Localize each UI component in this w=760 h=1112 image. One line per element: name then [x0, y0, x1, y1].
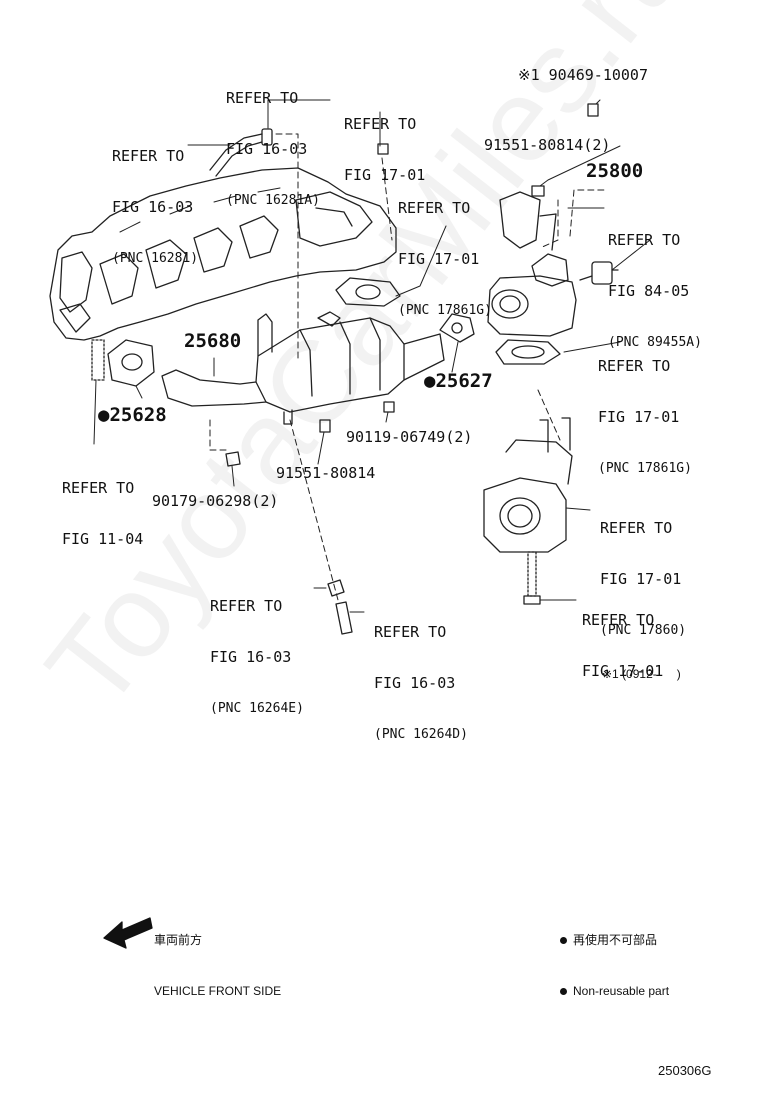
- callout-line2: FIG 16-03: [374, 674, 456, 692]
- callout-line2: FIG 17-01: [598, 408, 680, 426]
- callout-pnc: (PNC 16264E): [210, 701, 304, 716]
- callout-fig17-01-17861g-lower: REFER TO FIG 17-01 (PNC 17861G): [598, 324, 692, 494]
- callout-line2: FIG 84-05: [608, 282, 690, 300]
- front-label-en: VEHICLE FRONT SIDE: [154, 984, 282, 998]
- callout-pnc: (PNC 17861G): [398, 303, 492, 318]
- callout-line1: REFER TO: [374, 623, 447, 641]
- bullet-icon: [560, 937, 567, 945]
- figure-id: 250306G: [658, 1063, 712, 1078]
- part-number-25627: ●25627: [424, 370, 493, 392]
- callout-fig17-01-bottom: REFER TO FIG 17-01: [582, 578, 663, 697]
- callout-line2: FIG 16-03: [210, 648, 292, 666]
- callout-fig16-03-16281: REFER TO FIG 16-03 (PNC 16281): [112, 114, 198, 284]
- part-number-25628: ●25628: [98, 404, 167, 426]
- callout-line1: REFER TO: [608, 231, 681, 249]
- callout-pnc: (PNC 17861G): [598, 461, 692, 476]
- legend-jp: 再使用不可部品: [573, 933, 658, 947]
- egr-valve-drawing: [487, 191, 619, 337]
- callout-pnc: (PNC 16281A): [226, 193, 320, 208]
- part-number-91551-80814: 91551-80814: [276, 464, 376, 482]
- callout-line2: FIG 11-04: [62, 530, 144, 548]
- throttle-body-drawing: [483, 417, 573, 553]
- callout-fig17-01-top: REFER TO FIG 17-01: [344, 82, 425, 201]
- fasteners-drawing: [91, 103, 599, 635]
- part-number-91551-80814-2: 91551-80814(2): [484, 136, 611, 154]
- callout-fig11-04: REFER TO FIG 11-04: [62, 446, 143, 565]
- callout-line1: REFER TO: [582, 611, 655, 629]
- callout-line1: REFER TO: [398, 199, 471, 217]
- callout-line2: FIG 17-01: [398, 250, 480, 268]
- callout-line1: REFER TO: [112, 147, 185, 165]
- callout-pnc: (PNC 17860): [600, 623, 687, 638]
- callout-pnc: (PNC 89455A): [608, 335, 702, 350]
- footnote: ※1 (0912- ): [602, 667, 681, 681]
- legend-en: Non-reusable part: [573, 984, 670, 998]
- callout-fig16-03-16281a: REFER TO FIG 16-03 (PNC 16281A): [226, 56, 320, 226]
- part-number-90179-06298: 90179-06298(2): [152, 492, 279, 510]
- part-number-25680: 25680: [184, 330, 242, 352]
- bullet-icon: [560, 988, 567, 996]
- callout-line1: REFER TO: [62, 479, 135, 497]
- part-number-90119-06749: 90119-06749(2): [346, 428, 473, 446]
- callout-line1: REFER TO: [598, 357, 671, 375]
- part-number-25800: 25800: [586, 160, 644, 182]
- callout-line2: FIG 16-03: [112, 198, 194, 216]
- callout-line2: FIG 17-01: [582, 662, 664, 680]
- callout-line1: REFER TO: [226, 89, 299, 107]
- callout-pnc: (PNC 16264D): [374, 727, 468, 742]
- egr-cooler-drawing: [161, 311, 445, 425]
- callout-line2: FIG 17-01: [344, 166, 426, 184]
- callout-line1: REFER TO: [210, 597, 283, 615]
- gasket-drawing: [107, 277, 561, 387]
- water-hose-drawing: [209, 128, 273, 177]
- callout-line1: REFER TO: [344, 115, 417, 133]
- callout-fig16-03-16264d: REFER TO FIG 16-03 (PNC 16264D): [374, 590, 468, 760]
- part-number-90469-10007: ※1 90469-10007: [518, 66, 648, 84]
- callout-fig84-05: REFER TO FIG 84-05 (PNC 89455A): [608, 198, 702, 368]
- callout-pnc: (PNC 16281): [112, 251, 199, 266]
- callout-line1: REFER TO: [600, 519, 673, 537]
- callout-fig16-03-16264e: REFER TO FIG 16-03 (PNC 16264E): [210, 564, 304, 734]
- legend: 再使用不可部品 Non-reusable part: [560, 898, 669, 1017]
- front-direction-label: 車両前方 VEHICLE FRONT SIDE: [154, 898, 281, 1017]
- callout-fig17-01-17861g-upper: REFER TO FIG 17-01 (PNC 17861G): [398, 166, 492, 336]
- callout-line2: FIG 16-03: [226, 140, 308, 158]
- callout-line2: FIG 17-01: [600, 570, 682, 588]
- front-label-jp: 車両前方: [154, 933, 203, 947]
- front-arrow: [103, 917, 153, 949]
- callout-fig17-01-17860: REFER TO FIG 17-01 (PNC 17860): [600, 486, 686, 656]
- cylinder-head-drawing: [49, 167, 397, 341]
